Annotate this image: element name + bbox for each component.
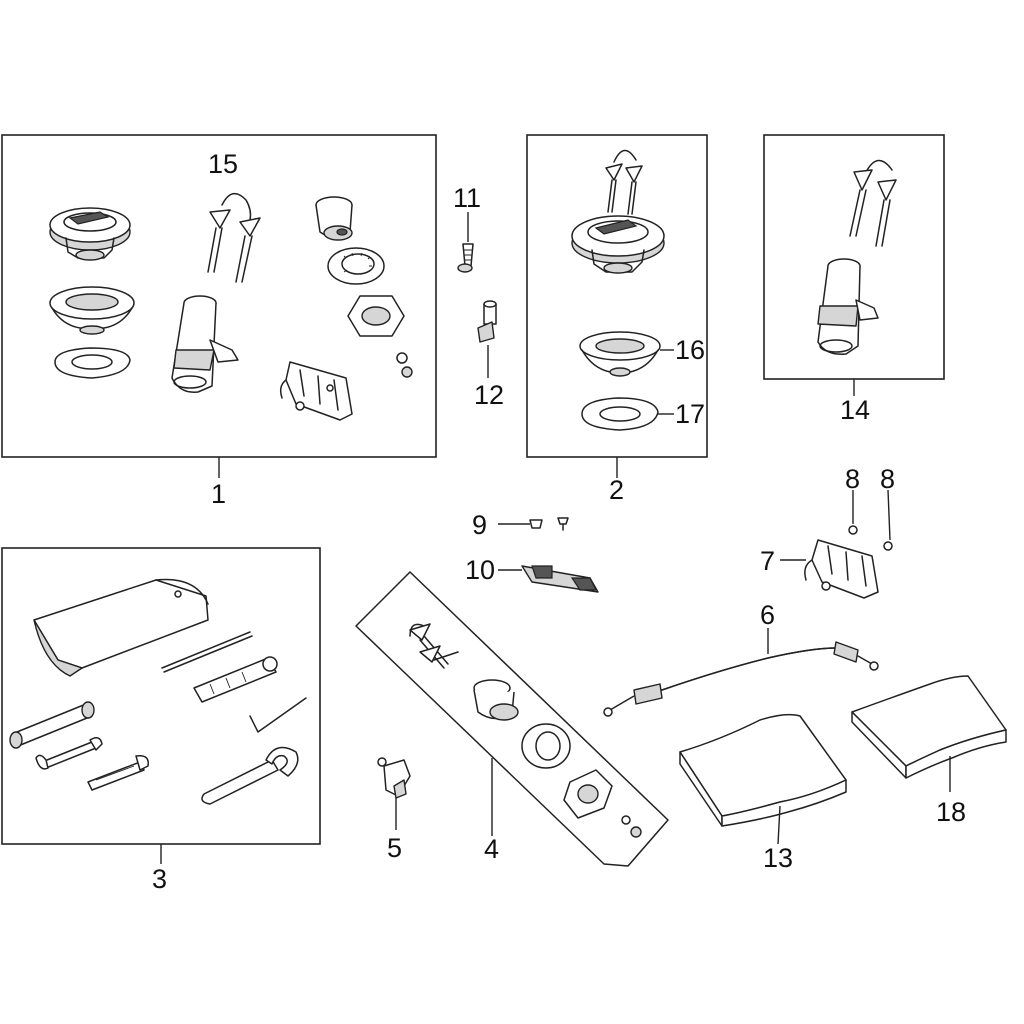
lock-core <box>315 196 353 241</box>
panel-keys <box>409 623 459 669</box>
filler-cup-16 <box>579 331 674 377</box>
callout-14: 14 <box>840 395 870 425</box>
callout-15: 15 <box>208 149 238 179</box>
screws-9 <box>498 517 569 531</box>
callout-11: 11 <box>453 183 481 213</box>
callout-2: 2 <box>609 475 624 505</box>
tool-bag <box>33 578 209 677</box>
group-box-3 <box>1 547 321 864</box>
callout-9: 9 <box>472 510 487 540</box>
screw-8-right <box>883 489 893 551</box>
screwdriver-handle <box>193 656 278 703</box>
group-box-14 <box>763 134 945 396</box>
group-box-1 <box>1 134 437 478</box>
callout-13: 13 <box>763 843 793 873</box>
seat-latch-bracket <box>279 361 353 421</box>
group-box-2 <box>526 134 708 478</box>
callout-1: 1 <box>211 479 226 509</box>
mat-18 <box>851 675 1007 792</box>
panel-nut <box>563 769 613 819</box>
ignition-cylinder <box>171 295 239 393</box>
mat-13 <box>679 713 847 845</box>
panel-small-parts <box>621 815 642 838</box>
pin-12 <box>477 300 497 378</box>
fuel-cap-box-2 <box>571 215 665 274</box>
callout-6: 6 <box>760 600 775 630</box>
open-wrench <box>35 737 103 770</box>
rubber-pad-10 <box>498 565 599 593</box>
key-pair-box-14 <box>849 159 897 247</box>
small-bolt-nut <box>396 352 413 378</box>
panel-washer <box>521 723 571 769</box>
callout-16: 16 <box>675 335 705 365</box>
callout-17: 17 <box>675 399 705 429</box>
callout-3: 3 <box>152 864 167 894</box>
allen-key <box>249 697 307 733</box>
screwdriver <box>161 631 253 673</box>
filler-neck-cup <box>49 286 135 335</box>
gasket-17 <box>581 397 674 431</box>
callout-8-right: 8 <box>880 464 895 494</box>
callout-18: 18 <box>936 797 966 827</box>
hex-nut <box>347 295 405 337</box>
serrated-washer <box>327 247 385 285</box>
callout-12: 12 <box>474 380 504 410</box>
callout-10: 10 <box>465 555 495 585</box>
cap-gasket <box>54 347 131 379</box>
callout-5: 5 <box>387 833 402 863</box>
hook-spanner <box>201 746 299 805</box>
open-wrench-2 <box>87 754 149 791</box>
callout-8-left: 8 <box>845 464 860 494</box>
key-pair-box-2 <box>605 149 643 215</box>
latch-assembly-7 <box>780 539 879 599</box>
callout-7: 7 <box>760 546 775 576</box>
ignition-cylinder-box-14 <box>817 258 879 355</box>
panel-lock-core <box>473 679 519 721</box>
clip-5 <box>377 757 411 830</box>
seat-cable-6 <box>603 628 879 717</box>
box-spanner <box>9 701 95 749</box>
fuel-cap-assembly <box>49 207 131 261</box>
screw-8-left <box>848 490 858 535</box>
key-pair-15 <box>207 192 261 283</box>
bolt-11 <box>457 212 474 273</box>
callout-4: 4 <box>484 834 499 864</box>
